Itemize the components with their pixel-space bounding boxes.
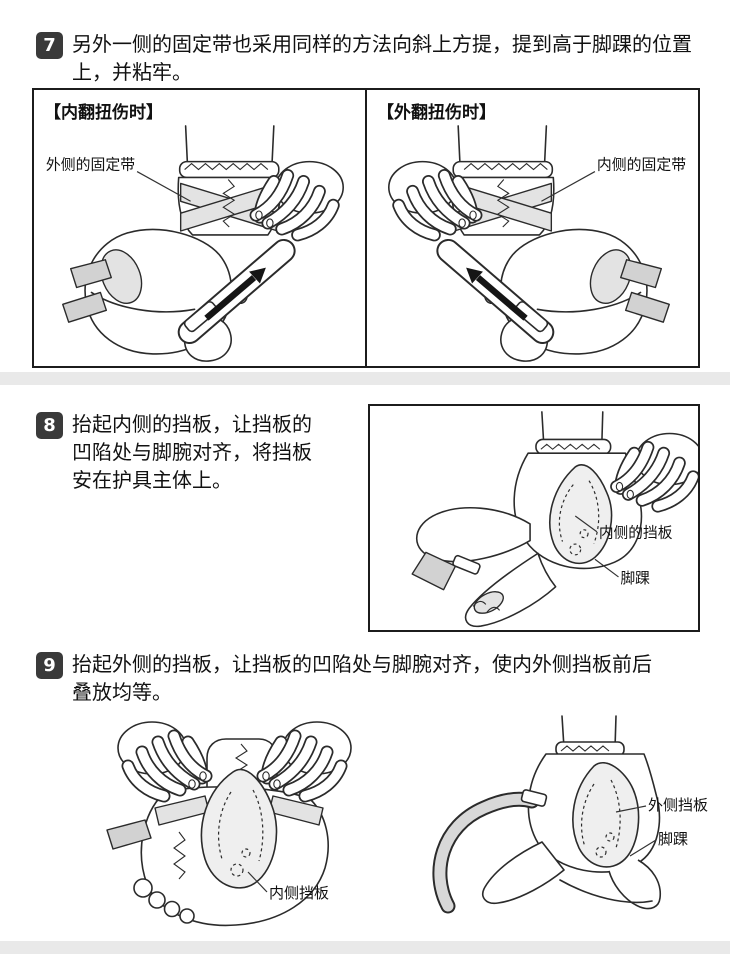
loose-strap-drawing <box>432 789 548 914</box>
leader-line <box>594 558 619 578</box>
label-ankle: 脚踝 <box>658 830 688 848</box>
panel-eversion-sprain: 【外翻扭伤时】 内侧的固定带 <box>365 90 698 366</box>
section-divider-band <box>0 372 730 385</box>
inner-panel-drawing <box>549 464 613 565</box>
panel-inversion-sprain: 【内翻扭伤时】 外侧的固定带 <box>34 90 365 366</box>
step-8-number-badge: 8 <box>36 412 63 439</box>
panel-inversion-title: 【内翻扭伤时】 <box>44 103 163 123</box>
leader-line <box>541 171 596 202</box>
illustration-eversion-sprain: 内侧的固定带 <box>367 122 686 368</box>
step-7-instruction-text: 另外一侧的固定带也采用同样的方法向斜上方提，提到高于脚踝的位置上，并粘牢。 <box>72 32 692 84</box>
label-ankle: 脚踝 <box>620 570 650 587</box>
illustration-inversion-sprain: 外侧的固定带 <box>46 122 365 368</box>
bottom-divider-band <box>0 941 730 954</box>
step-9-number-badge: 9 <box>36 652 63 679</box>
outer-panel-drawing <box>572 762 640 868</box>
inner-panel-drawing <box>200 768 278 889</box>
label-inner-strap: 内侧的固定带 <box>597 156 686 174</box>
label-inner-panel: 内侧挡板 <box>269 884 329 902</box>
label-outer-strap: 外侧的固定带 <box>46 156 135 174</box>
illustration-inner-panel-attach: 内侧的挡板 脚踝 <box>411 411 698 628</box>
step-8-figure-box: 内侧的挡板 脚踝 <box>368 404 700 632</box>
panel-eversion-title: 【外翻扭伤时】 <box>377 103 496 123</box>
leader-line <box>136 171 191 202</box>
leader-line <box>615 805 647 813</box>
illustration-lift-inner-panel: 内侧挡板 <box>106 712 390 927</box>
leader-line <box>574 515 598 533</box>
step-7-number-badge: 7 <box>36 32 63 59</box>
step-9-instruction-text: 抬起外侧的挡板，让挡板的凹陷处与脚腕对齐，使内外侧挡板前后叠放均等。 <box>72 652 652 704</box>
label-inner-panel: 内侧的挡板 <box>599 524 673 542</box>
illustration-lift-outer-panel: 外侧挡板 脚踝 <box>432 715 708 914</box>
label-outer-panel: 外侧挡板 <box>648 796 708 814</box>
step-7-figure-box: 【内翻扭伤时】 外侧的固定带 【外翻扭伤时】 内侧的固定带 <box>32 88 700 368</box>
leader-line <box>247 871 268 893</box>
step-8-instruction-text: 抬起内侧的挡板，让挡板的凹陷处与脚腕对齐，将挡板安在护具主体上。 <box>72 412 312 492</box>
leader-line <box>629 839 657 857</box>
